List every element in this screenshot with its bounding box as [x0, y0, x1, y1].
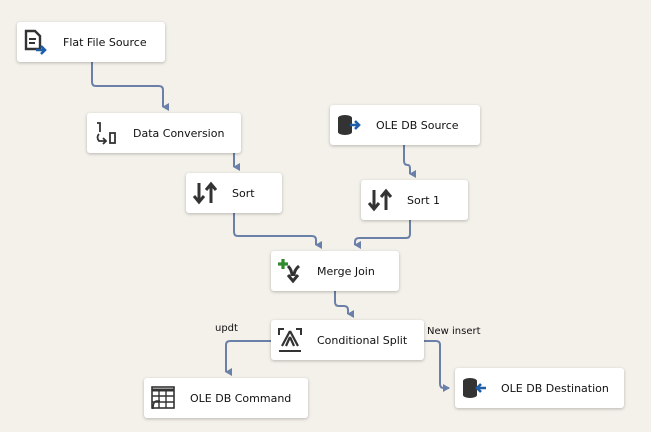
- database-source-icon: [338, 115, 361, 135]
- path-split-updt[interactable]: [225, 340, 271, 376]
- node-label: OLE DB Destination: [501, 381, 609, 395]
- path-merge-to-split[interactable]: [334, 291, 354, 318]
- conditional-split-icon: [278, 328, 302, 352]
- path-sort-to-merge[interactable]: [233, 213, 322, 249]
- node-label: Data Conversion: [133, 126, 225, 140]
- node-label: Sort 1: [407, 193, 441, 207]
- node-flat-file-source[interactable]: Flat File Source: [17, 22, 165, 62]
- path-split-new-insert[interactable]: [424, 340, 450, 392]
- node-label: OLE DB Source: [376, 118, 459, 132]
- node-label: Conditional Split: [317, 333, 408, 347]
- node-sort[interactable]: Sort: [186, 173, 282, 213]
- node-ole-db-destination[interactable]: OLE DB Destination: [455, 368, 624, 408]
- node-ole-db-command[interactable]: OLE DB Command: [144, 378, 308, 418]
- node-sort-1[interactable]: Sort 1: [361, 180, 468, 220]
- data-conversion-icon: [96, 122, 116, 145]
- ole-db-command-icon: [151, 386, 175, 410]
- flat-file-source-icon: [24, 29, 47, 55]
- node-label: Flat File Source: [63, 35, 147, 49]
- path-flat-to-conversion[interactable]: [91, 62, 169, 111]
- sort-icon: [367, 188, 393, 212]
- sort-icon: [192, 181, 218, 205]
- node-label: Merge Join: [317, 264, 375, 278]
- node-conditional-split[interactable]: Conditional Split: [271, 320, 424, 360]
- node-merge-join[interactable]: Merge Join: [271, 251, 399, 291]
- database-destination-icon: [463, 378, 486, 398]
- node-ole-db-source[interactable]: OLE DB Source: [330, 105, 480, 145]
- path-oledbsource-to-sort1[interactable]: [403, 145, 416, 178]
- node-label: OLE DB Command: [190, 391, 292, 405]
- path-label-new-insert: New insert: [427, 326, 481, 337]
- path-sort1-to-merge[interactable]: [354, 220, 411, 249]
- merge-join-icon: [278, 259, 300, 284]
- path-label-updt: updt: [215, 323, 238, 334]
- node-label: Sort: [232, 186, 255, 200]
- node-data-conversion[interactable]: Data Conversion: [87, 113, 241, 153]
